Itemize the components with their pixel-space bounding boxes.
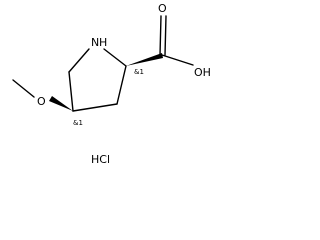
chemical-structure: N H O OH O &1 &1 HCl [12,2,211,166]
wedge-bond-c4-oxygen [49,96,73,111]
bond-n1-c2 [103,48,127,67]
atom-label-oh: OH [194,66,211,79]
stereo-label-c2: &1 [134,68,144,76]
bond-c4-c5 [68,71,74,112]
bond-carbonyl-double-b [164,15,167,56]
bond-o-methyl [12,79,35,98]
stereo-label-c4: &1 [73,119,83,127]
salt-label: HCl [91,153,110,166]
wedge-bond-c2-carboxyl [126,53,163,66]
atom-label-carbonyl-o: O [158,2,167,15]
bond-carbonyl-double-a [159,15,162,56]
atom-label-ether-o: O [37,95,46,108]
atom-label-h: H [99,36,107,49]
atom-label-n: N [91,36,99,49]
bond-c2-c3 [116,65,127,105]
bond-c5-n1 [68,48,90,73]
bond-c-oh [161,54,194,66]
bond-c3-c4 [72,103,118,112]
